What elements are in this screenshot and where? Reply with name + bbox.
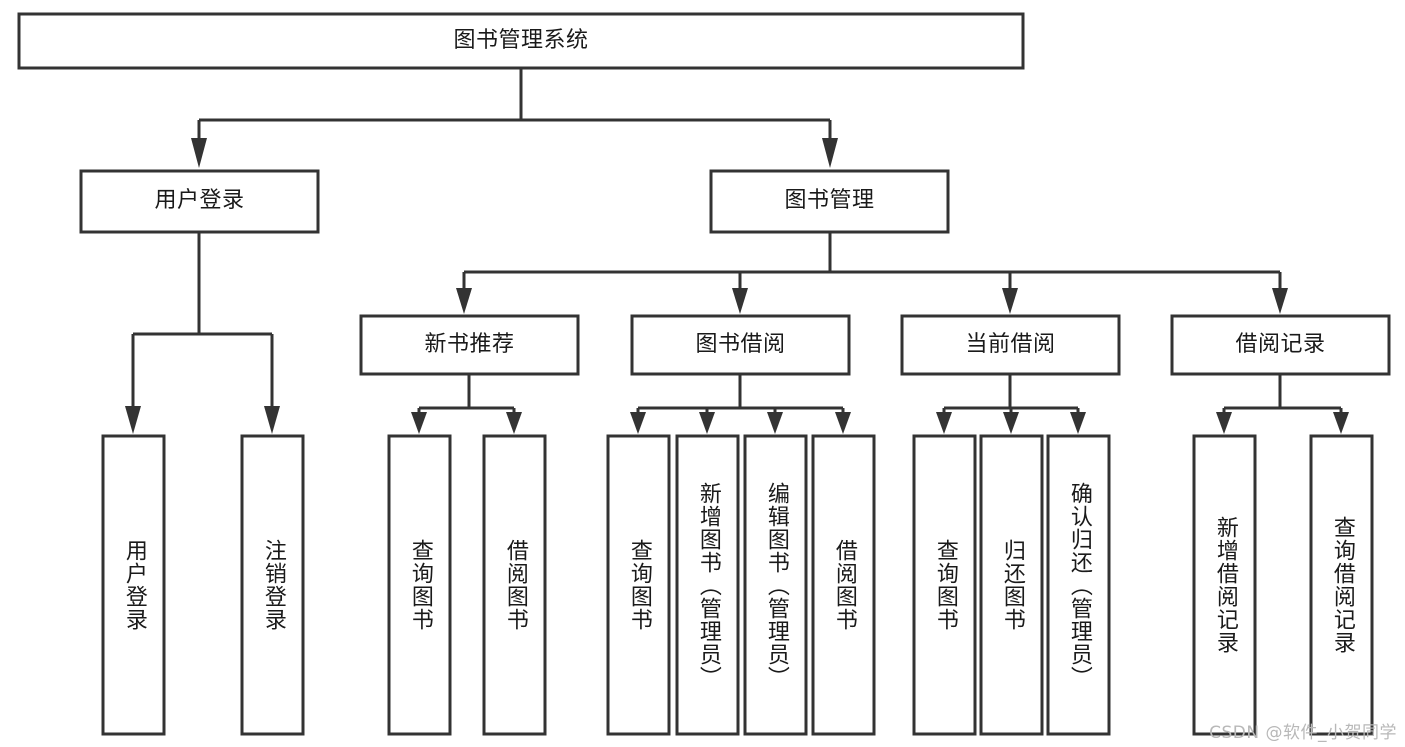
- arrowhead-book-borrow: [732, 288, 748, 314]
- arrowhead-leaf-query-record: [1333, 412, 1349, 434]
- arrowhead-leaf-query-book-current: [936, 412, 952, 434]
- node-box-root[interactable]: [17, 12, 1025, 70]
- node-box-leaf-query-book-current[interactable]: [912, 434, 977, 736]
- node-box-leaf-logout-login[interactable]: [240, 434, 305, 736]
- arrowhead-leaf-logout-login: [264, 406, 280, 434]
- connectors-group: [125, 68, 1349, 434]
- arrowhead-leaf-query-book-borrow: [630, 412, 646, 434]
- node-box-leaf-borrow-book[interactable]: [811, 434, 876, 736]
- node-box-leaf-borrow-book-rec[interactable]: [482, 434, 547, 736]
- arrowhead-leaf-confirm-return: [1070, 412, 1086, 434]
- node-box-leaf-add-book[interactable]: [675, 434, 740, 736]
- node-box-user-login[interactable]: [79, 169, 320, 234]
- node-box-leaf-query-book-rec[interactable]: [387, 434, 452, 736]
- arrowhead-leaf-add-record: [1216, 412, 1232, 434]
- arrowhead-book-management: [822, 138, 838, 168]
- node-box-book-borrow[interactable]: [630, 314, 851, 376]
- node-box-borrow-record[interactable]: [1170, 314, 1391, 376]
- arrowhead-leaf-edit-book: [767, 412, 783, 434]
- node-box-leaf-query-book-borrow[interactable]: [606, 434, 671, 736]
- arrowhead-leaf-user-login: [125, 406, 141, 434]
- arrowhead-leaf-add-book: [699, 412, 715, 434]
- node-box-leaf-return-book[interactable]: [979, 434, 1044, 736]
- arrowhead-user-login: [191, 138, 207, 168]
- arrowhead-current-borrow: [1002, 288, 1018, 314]
- node-box-leaf-edit-book[interactable]: [743, 434, 808, 736]
- node-box-leaf-query-record[interactable]: [1309, 434, 1374, 736]
- arrowhead-leaf-return-book: [1003, 412, 1019, 434]
- node-box-leaf-add-record[interactable]: [1192, 434, 1257, 736]
- arrowhead-leaf-query-book-rec: [411, 412, 427, 434]
- arrowhead-new-book-recommend: [456, 288, 472, 314]
- node-box-leaf-confirm-return[interactable]: [1046, 434, 1111, 736]
- nodes-group: [17, 12, 1391, 736]
- arrowhead-leaf-borrow-book: [835, 412, 851, 434]
- node-box-new-book-recommend[interactable]: [359, 314, 580, 376]
- node-box-current-borrow[interactable]: [900, 314, 1121, 376]
- node-box-book-management[interactable]: [709, 169, 950, 234]
- node-box-leaf-user-login[interactable]: [101, 434, 166, 736]
- arrowhead-borrow-record: [1272, 288, 1288, 314]
- arrowhead-leaf-borrow-book-rec: [506, 412, 522, 434]
